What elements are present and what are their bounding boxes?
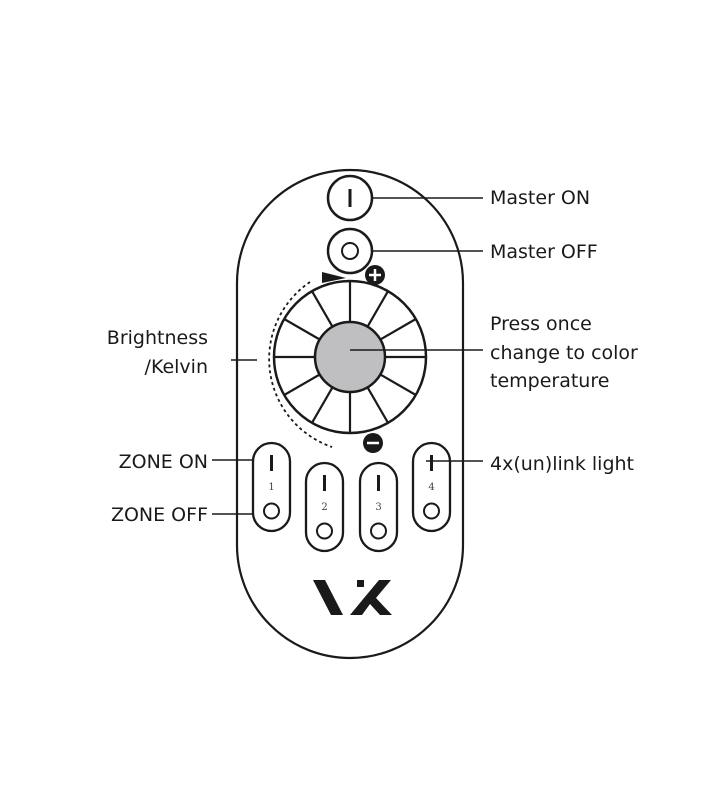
brightness-arc [268, 281, 333, 448]
zone-2-button[interactable] [304, 461, 345, 553]
arrow-icon [322, 272, 346, 283]
wheel-spoke [379, 318, 417, 341]
master-on-button[interactable] [326, 174, 374, 222]
zone-number: 4 [428, 482, 434, 493]
brightness-label-2: /Kelvin [145, 356, 208, 378]
zone-4-button-group[interactable]: 4 [411, 441, 452, 533]
wheel-spoke [311, 290, 334, 328]
zone-number: 1 [268, 482, 274, 493]
master-off-label: Master OFF [490, 241, 598, 263]
wheel-spoke [283, 373, 321, 396]
zone-4-off-icon[interactable] [423, 502, 440, 520]
zone-number: 2 [321, 502, 327, 513]
center-label-1: Press once [490, 313, 592, 335]
zone-3-button[interactable] [358, 461, 399, 553]
wheel-spoke [379, 373, 417, 396]
zone-1-off-icon[interactable] [263, 502, 280, 520]
zone-off-label: ZONE OFF [111, 504, 208, 526]
zone-2-off-icon[interactable] [316, 522, 333, 540]
zone-3-off-icon[interactable] [370, 522, 387, 540]
power-off-icon [341, 242, 359, 260]
zone-4-button[interactable] [411, 441, 452, 533]
zone-1-button[interactable] [251, 441, 292, 533]
zone-1-button-group[interactable]: 1 [251, 441, 292, 533]
remote-body [235, 168, 465, 660]
zone-2-button-group[interactable]: 2 [304, 461, 345, 553]
wheel-spoke [283, 318, 321, 341]
center-label-3: temperature [490, 370, 609, 392]
minus-icon [363, 433, 383, 453]
vx-logo [313, 580, 392, 615]
color-temperature-button[interactable] [313, 320, 387, 394]
wheel-spoke [366, 290, 389, 328]
plus-icon [365, 265, 385, 285]
link-label: 4x(un)link light [490, 453, 634, 475]
master-on-label: Master ON [490, 187, 590, 209]
zone-on-label: ZONE ON [119, 451, 208, 473]
zone-number: 3 [375, 502, 381, 513]
center-label-2: change to color [490, 342, 638, 364]
zone-3-button-group[interactable]: 3 [358, 461, 399, 553]
master-off-button[interactable] [326, 227, 374, 275]
wheel-spoke [311, 386, 334, 424]
wheel-spoke [366, 386, 389, 424]
brightness-label-1: Brightness [107, 327, 208, 349]
